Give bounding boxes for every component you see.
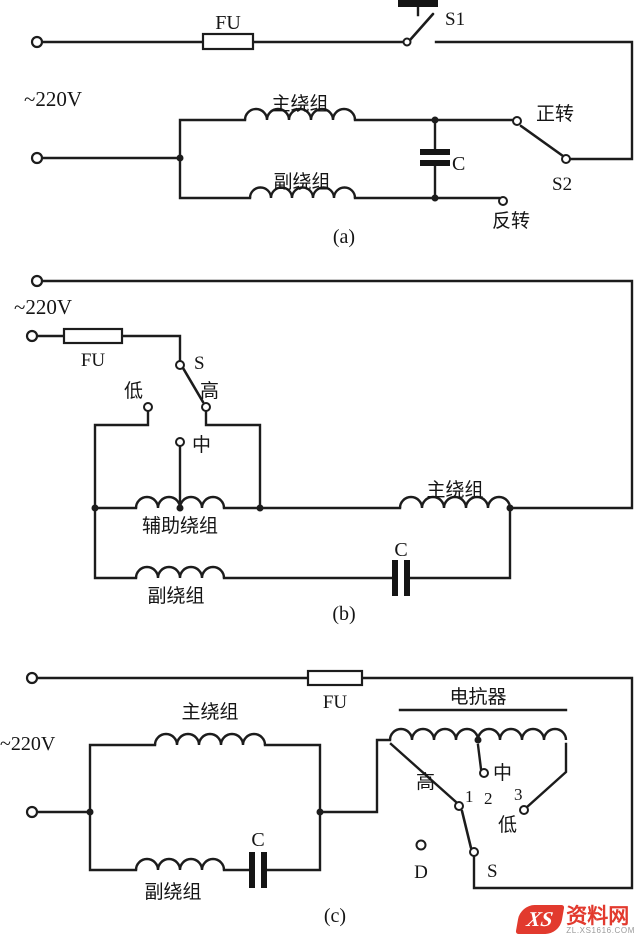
watermark: XS 资料网 ZL.XS1616.COM bbox=[515, 905, 635, 935]
main-winding-coil bbox=[398, 495, 512, 509]
switch-blade bbox=[181, 366, 205, 404]
terminal bbox=[30, 151, 44, 165]
junction-dot bbox=[176, 504, 184, 512]
high-label: 高 bbox=[200, 380, 219, 402]
aux-winding-label: 副绕组 bbox=[144, 881, 201, 903]
reverse-contact bbox=[498, 196, 508, 206]
terminal bbox=[30, 35, 44, 49]
tap3-contact bbox=[519, 805, 529, 815]
tap2-label: 2 bbox=[484, 789, 493, 808]
aux-winding-coil bbox=[134, 857, 226, 871]
capacitor-plate bbox=[261, 852, 267, 888]
junction-dot bbox=[91, 504, 99, 512]
watermark-logo-icon: XS bbox=[515, 905, 564, 935]
low-label: 低 bbox=[124, 380, 143, 402]
main-winding-coil bbox=[243, 107, 357, 121]
switch-pivot bbox=[469, 847, 479, 857]
junction-dot bbox=[86, 808, 94, 816]
d-label: D bbox=[414, 862, 428, 883]
fuse-symbol bbox=[201, 32, 255, 51]
high-contact bbox=[201, 402, 211, 412]
switch-label: S bbox=[194, 353, 205, 374]
caption-c: (c) bbox=[324, 905, 346, 927]
voltage-label: ~220V bbox=[0, 733, 56, 755]
main-winding-coil bbox=[153, 732, 267, 746]
forward-label: 正转 bbox=[536, 103, 574, 125]
fuse-symbol bbox=[62, 327, 124, 345]
junction-dot bbox=[474, 736, 482, 744]
low-contact bbox=[143, 402, 153, 412]
switch1-label: S1 bbox=[445, 9, 465, 30]
terminal bbox=[25, 671, 39, 685]
main-winding-label: 主绕组 bbox=[271, 93, 328, 115]
wires bbox=[40, 5, 634, 200]
capacitor-label: C bbox=[394, 539, 407, 561]
tap1-contact bbox=[454, 801, 464, 811]
plug-bar bbox=[398, 0, 438, 7]
junction-dot bbox=[316, 808, 324, 816]
d-contact bbox=[415, 839, 427, 851]
aux-winding-label: 副绕组 bbox=[273, 171, 330, 193]
fuse-label: FU bbox=[215, 12, 241, 34]
wires bbox=[35, 279, 634, 580]
junction-dot bbox=[506, 504, 514, 512]
fuse-label: FU bbox=[81, 350, 106, 371]
mid-contact bbox=[175, 437, 185, 447]
wires bbox=[35, 676, 634, 890]
voltage-label: ~220V bbox=[14, 295, 72, 319]
tap1-label: 1 bbox=[465, 787, 474, 806]
reactor-label: 电抗器 bbox=[449, 686, 506, 708]
watermark-url: ZL.XS1616.COM bbox=[566, 925, 635, 935]
diagram-c: FU ~220V 电抗器 主绕组 副绕组 C 中 高 1 2 3 低 D S (… bbox=[0, 669, 634, 927]
caption-a: (a) bbox=[333, 226, 355, 248]
switch1-contact bbox=[402, 37, 412, 47]
high-label: 高 bbox=[416, 771, 435, 793]
caption-b: (b) bbox=[332, 603, 355, 625]
switch-blade bbox=[460, 809, 473, 850]
diagram-b: ~220V FU S 低 高 中 辅助绕组 主绕组 副绕组 C (b) bbox=[14, 274, 634, 625]
capacitor-label: C bbox=[452, 153, 465, 175]
aux-winding-coil bbox=[134, 565, 226, 579]
fuse-label: FU bbox=[323, 692, 348, 713]
terminal bbox=[25, 805, 39, 819]
junction-dot bbox=[431, 116, 439, 124]
helper-winding-label: 辅助绕组 bbox=[142, 515, 218, 537]
main-winding-label: 主绕组 bbox=[181, 701, 238, 723]
mid-label: 中 bbox=[493, 762, 512, 784]
switch1-blade bbox=[408, 12, 435, 42]
reverse-label: 反转 bbox=[492, 210, 530, 232]
capacitor-plate bbox=[249, 852, 255, 888]
voltage-label: ~220V bbox=[24, 87, 82, 111]
terminal bbox=[25, 329, 39, 343]
mid-label: 中 bbox=[192, 434, 211, 456]
aux-winding-label: 副绕组 bbox=[147, 585, 204, 607]
diagram-a: FU S1 ~220V 主绕组 副绕组 C 正转 S2 反转 (a) bbox=[24, 0, 634, 248]
junction-dot bbox=[256, 504, 264, 512]
capacitor-plate bbox=[404, 560, 410, 596]
capacitor-plate bbox=[392, 560, 398, 596]
fuse-symbol bbox=[306, 669, 364, 687]
switch-pivot bbox=[175, 360, 185, 370]
low-label: 低 bbox=[498, 814, 517, 836]
junction-dot bbox=[431, 194, 439, 202]
watermark-name: 资料网 bbox=[566, 903, 630, 928]
terminal bbox=[30, 274, 44, 288]
aux-winding-coil bbox=[248, 186, 357, 199]
capacitor-plate bbox=[420, 149, 450, 155]
tap2-contact bbox=[479, 768, 489, 778]
switch-label: S bbox=[487, 861, 498, 882]
tap3-label: 3 bbox=[514, 785, 523, 804]
switch2-label: S2 bbox=[552, 174, 572, 195]
junction-dot bbox=[176, 154, 184, 162]
capacitor-label: C bbox=[251, 829, 264, 851]
forward-contact bbox=[512, 116, 522, 126]
main-winding-label: 主绕组 bbox=[426, 479, 483, 501]
switch2-pivot bbox=[561, 154, 571, 164]
capacitor-plate bbox=[420, 160, 450, 166]
watermark-text: 资料网 ZL.XS1616.COM bbox=[566, 905, 635, 935]
switch2-blade bbox=[519, 124, 565, 158]
